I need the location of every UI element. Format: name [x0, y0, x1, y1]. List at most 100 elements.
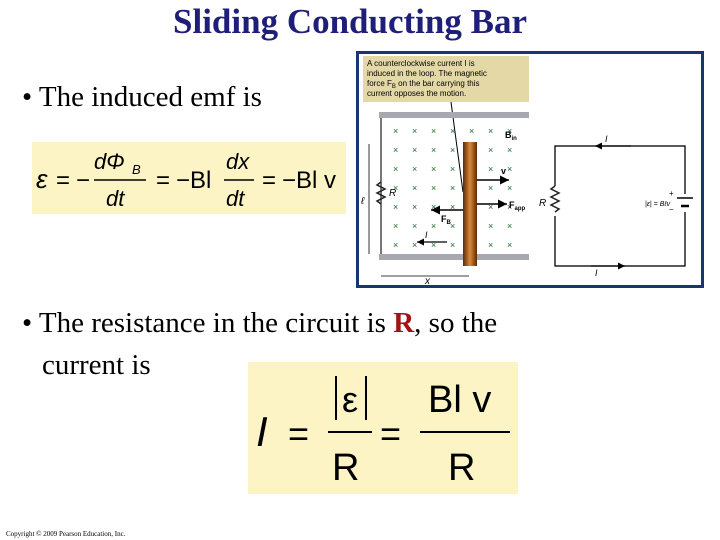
- eq1-phi-subscript: B: [132, 162, 141, 177]
- bullet2-text-2: , so the: [414, 307, 498, 339]
- field-x-mark: ×: [450, 240, 455, 250]
- label-length: ℓ: [360, 196, 365, 207]
- field-x-mark: ×: [488, 183, 493, 193]
- eq2-equals-1: =: [288, 413, 309, 454]
- conducting-bar: [463, 142, 477, 266]
- field-x-mark: ×: [393, 164, 398, 174]
- eq2-current-symbol: I: [256, 408, 268, 455]
- field-x-mark: ×: [450, 126, 455, 136]
- eq1-emf-symbol: ε: [36, 164, 48, 194]
- bullet-resistance: • The resistance in the circuit is R, so…: [22, 302, 682, 386]
- field-x-mark: ×: [450, 145, 455, 155]
- field-x-mark: ×: [450, 202, 455, 212]
- eq2-emf-symbol: ε: [342, 379, 358, 420]
- eq1-dt-2: dt: [226, 186, 245, 211]
- eq1-equals-2: =: [156, 167, 170, 194]
- bullet-induced-emf: • The induced emf is: [22, 81, 262, 113]
- field-x-mark: ×: [412, 240, 417, 250]
- bullet2-continuation: current is: [42, 349, 151, 381]
- slide-title: Sliding Conducting Bar: [173, 2, 527, 41]
- top-rail: [379, 112, 529, 118]
- field-x-mark: ×: [450, 164, 455, 174]
- bottom-rail: [379, 254, 529, 260]
- field-x-mark: ×: [431, 221, 436, 231]
- label-current-1: I: [425, 230, 428, 240]
- eq1-dphi: dΦ: [94, 149, 125, 174]
- field-x-mark: ×: [431, 164, 436, 174]
- field-x-mark: ×: [412, 183, 417, 193]
- field-x-mark: ×: [412, 164, 417, 174]
- field-x-mark: ×: [393, 240, 398, 250]
- label-field: Bin: [505, 130, 517, 142]
- label-applied-force: Fapp: [509, 200, 526, 212]
- label-x: x: [424, 276, 431, 285]
- field-x-mark: ×: [507, 164, 512, 174]
- bullet2-text-1: • The resistance in the circuit is: [22, 307, 394, 339]
- label-plus: +: [669, 189, 674, 198]
- battery-gap: [677, 194, 693, 212]
- callout-line-4: current opposes the motion.: [367, 89, 466, 98]
- label-velocity: v: [501, 166, 506, 176]
- callout-force-sub: B: [392, 84, 396, 90]
- bullet2-resistance-symbol: R: [393, 307, 415, 339]
- eq1-minus-bl: −Bl: [176, 167, 211, 194]
- field-x-mark: ×: [469, 126, 474, 136]
- field-x-mark: ×: [412, 221, 417, 231]
- eq1-equals-3: =: [262, 167, 276, 194]
- field-x-mark: ×: [507, 126, 512, 136]
- label-b-sub: in: [512, 136, 518, 142]
- field-x-mark: ×: [450, 221, 455, 231]
- eq2-denominator-1: R: [332, 447, 359, 489]
- field-x-mark: ×: [393, 145, 398, 155]
- field-x-mark: ×: [507, 240, 512, 250]
- magnetic-field-marks: ××××××××××××××××××××××××××××××××××××××××…: [393, 126, 512, 250]
- eq1-dx: dx: [226, 149, 250, 174]
- field-x-mark: ×: [507, 202, 512, 212]
- field-x-mark: ×: [393, 221, 398, 231]
- label-current-2: I: [605, 134, 608, 144]
- field-x-mark: ×: [431, 145, 436, 155]
- label-magnetic-force: FB: [441, 214, 452, 226]
- label-minus: −: [669, 205, 674, 214]
- label-r-right: R: [539, 198, 546, 209]
- field-x-mark: ×: [488, 221, 493, 231]
- callout-line-3-rest: on the bar carrying this: [396, 79, 480, 88]
- eq2-numerator-2: Bl v: [428, 379, 491, 421]
- eq1-minus-blv: −Bl v: [282, 167, 336, 194]
- field-x-mark: ×: [393, 202, 398, 212]
- field-x-mark: ×: [412, 126, 417, 136]
- callout-line-2: induced in the loop. The magnetic: [367, 69, 487, 78]
- eq1-minus: −: [76, 167, 90, 194]
- field-x-mark: ×: [393, 183, 398, 193]
- label-emf-source: |ε| = Bℓv: [645, 201, 671, 208]
- field-x-mark: ×: [507, 221, 512, 231]
- callout-line-1: A counterclockwise current I is: [367, 59, 475, 68]
- field-x-mark: ×: [507, 183, 512, 193]
- label-fb: F: [441, 214, 447, 224]
- emf-equation: ε = − dΦ B dt = −Bl dx dt = −Bl v: [32, 142, 346, 214]
- eq1-dt-1: dt: [106, 186, 125, 211]
- field-x-mark: ×: [431, 240, 436, 250]
- eq1-equals-1: =: [56, 167, 70, 194]
- field-x-mark: ×: [488, 126, 493, 136]
- label-fapp-sub: app: [515, 206, 526, 212]
- eq2-denominator-2: R: [448, 447, 475, 489]
- label-r-left: R: [389, 188, 396, 199]
- current-equation: I = ε R = Bl v R: [248, 362, 518, 494]
- label-current-3: I: [595, 268, 598, 278]
- field-x-mark: ×: [488, 145, 493, 155]
- copyright-notice: Copyright © 2009 Pearson Education, Inc.: [6, 530, 126, 538]
- field-x-mark: ×: [431, 126, 436, 136]
- field-x-mark: ×: [507, 145, 512, 155]
- left-resistor: [375, 181, 387, 205]
- label-fb-sub: B: [447, 220, 452, 226]
- field-x-mark: ×: [412, 202, 417, 212]
- sliding-bar-figure: A counterclockwise current I is induced …: [356, 51, 704, 288]
- label-fapp: F: [509, 200, 515, 210]
- field-x-mark: ×: [431, 183, 436, 193]
- callout-line-3: force FB on the bar carrying this: [367, 79, 480, 90]
- right-resistor: [549, 185, 561, 213]
- field-x-mark: ×: [450, 183, 455, 193]
- label-b: B: [505, 130, 512, 140]
- field-x-mark: ×: [393, 126, 398, 136]
